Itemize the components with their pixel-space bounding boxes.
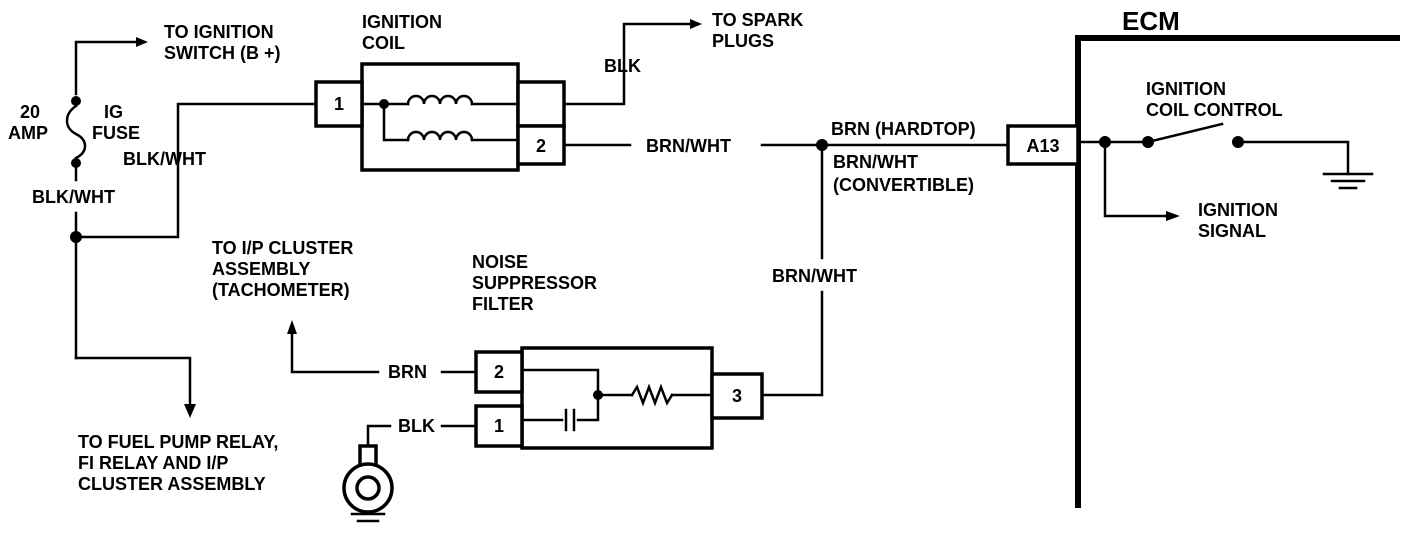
ignition-signal-label: IGNITION SIGNAL <box>1198 200 1283 241</box>
wire-to-fuel-pump <box>74 356 192 410</box>
ignition-switch-transistor-icon <box>1146 122 1224 144</box>
noise-suppressor-filter <box>287 320 764 450</box>
filter-pin-1: 1 <box>494 416 504 436</box>
fuse-terminal-bottom <box>71 158 81 168</box>
filter-body <box>520 346 714 450</box>
to-ignition-switch-label: TO IGNITION SWITCH (B +) <box>164 22 281 63</box>
coil-pin-1-box <box>314 80 364 128</box>
fuse-terminal-top <box>71 96 81 106</box>
wire-color-blk-wht-upper: BLK/WHT <box>123 149 206 169</box>
wire-color-blk-wht-lower: BLK/WHT <box>32 187 115 207</box>
ground-eyelet-icon <box>342 444 394 523</box>
ignition-coil-control-label: IGNITION COIL CONTROL <box>1146 79 1283 120</box>
filter-pin-2: 2 <box>494 362 504 382</box>
arrow-ignition-signal-icon <box>1166 211 1180 221</box>
ecm-pin-a13: A13 <box>1026 136 1059 156</box>
arrow-to-fuel-pump-icon <box>184 404 196 418</box>
coil-pin-2: 2 <box>536 136 546 156</box>
arrow-to-spark-plugs-icon <box>690 19 702 29</box>
resistor-icon <box>630 383 674 407</box>
power-feed <box>65 37 318 418</box>
arrow-to-cluster-icon <box>287 320 297 334</box>
fuse-icon <box>65 104 87 160</box>
wire-color-brn-wht-coil: BRN/WHT <box>646 136 731 156</box>
ecm-title: ECM <box>1122 6 1180 36</box>
wire-blk-wht-to-coil <box>74 102 318 239</box>
wire-to-ignition-switch <box>74 40 142 96</box>
wire-color-blk-coil: BLK <box>604 56 641 76</box>
ecm-pin-a13-box <box>1006 124 1080 166</box>
wire-blk-to-ground <box>366 424 392 448</box>
ignition-coil-body <box>360 62 520 172</box>
wire-color-brn-hardtop: BRN (HARDTOP) <box>831 119 976 139</box>
wire-blk-to-spark-plugs <box>562 22 694 106</box>
ig-fuse-label: IG FUSE <box>92 102 140 143</box>
wire-brn-to-cluster <box>290 330 380 374</box>
fuse-amp-label: 20 AMP <box>8 102 48 143</box>
ignition-coil-title: IGNITION COIL <box>362 12 447 53</box>
primary-lead-branch <box>382 102 410 142</box>
eyelet-inner <box>355 475 381 501</box>
ecm-block <box>1006 35 1400 508</box>
noise-suppressor-filter-title: NOISE SUPPRESSOR FILTER <box>472 252 602 314</box>
arrow-to-ignition-switch-icon <box>136 37 148 47</box>
wire-color-brn-wht-convertible: BRN/WHT (CONVERTIBLE) <box>833 152 974 195</box>
wire-color-brn-wht-filter: BRN/WHT <box>772 266 857 286</box>
to-fuel-pump-label: TO FUEL PUMP RELAY, FI RELAY AND I/P CLU… <box>78 432 283 494</box>
primary-winding-icon <box>406 130 474 142</box>
wire-to-ignition-signal <box>1103 140 1170 218</box>
filter-pin-3: 3 <box>732 386 742 406</box>
wire-color-brn-filter: BRN <box>388 362 427 382</box>
secondary-winding-icon <box>406 94 474 106</box>
to-spark-plugs-label: TO SPARK PLUGS <box>712 10 808 51</box>
ecm-boundary <box>1075 35 1400 508</box>
wire-brn-wht-to-filter <box>760 290 824 397</box>
coil-output-box <box>516 80 566 128</box>
coil-pin-1: 1 <box>334 94 344 114</box>
wire-color-blk-filter: BLK <box>398 416 435 436</box>
to-ip-cluster-label: TO I/P CLUSTER ASSEMBLY (TACHOMETER) <box>212 238 358 300</box>
wire-to-ground <box>1236 140 1350 176</box>
